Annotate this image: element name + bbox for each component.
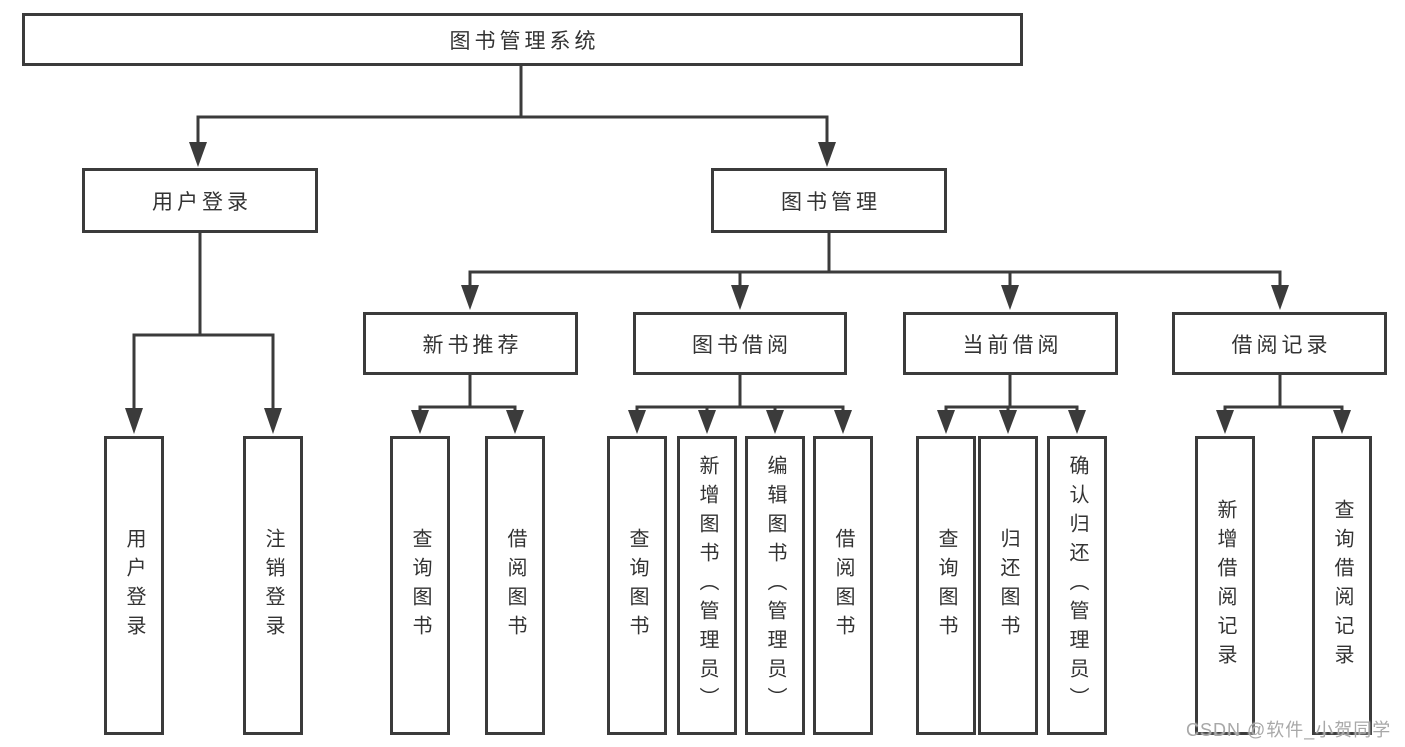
leaf-add-books-admin: 新增图书（管理员） xyxy=(677,436,737,735)
leaf-logout: 注销登录 xyxy=(243,436,303,735)
leaf-borrow-books: 借阅图书 xyxy=(813,436,873,735)
node-current-borrow: 当前借阅 xyxy=(903,312,1118,375)
leaf-confirm-return-admin: 确认归还（管理员） xyxy=(1047,436,1107,735)
leaf-add-borrow-record: 新增借阅记录 xyxy=(1195,436,1255,735)
node-user-login: 用户登录 xyxy=(82,168,318,233)
leaf-user-login: 用户登录 xyxy=(104,436,164,735)
leaf-borrow-books-recommend: 借阅图书 xyxy=(485,436,545,735)
leaf-return-books: 归还图书 xyxy=(978,436,1038,735)
csdn-watermark: CSDN @软件_小贺同学 xyxy=(1186,720,1392,740)
node-borrow-records: 借阅记录 xyxy=(1172,312,1387,375)
node-new-book-recommend: 新书推荐 xyxy=(363,312,578,375)
leaf-query-books-current: 查询图书 xyxy=(916,436,976,735)
node-library-management-system: 图书管理系统 xyxy=(22,13,1023,66)
leaf-edit-books-admin: 编辑图书（管理员） xyxy=(745,436,805,735)
node-book-borrow: 图书借阅 xyxy=(633,312,847,375)
leaf-query-books-borrow: 查询图书 xyxy=(607,436,667,735)
leaf-query-borrow-record: 查询借阅记录 xyxy=(1312,436,1372,735)
node-book-management: 图书管理 xyxy=(711,168,947,233)
leaf-query-books-recommend: 查询图书 xyxy=(390,436,450,735)
